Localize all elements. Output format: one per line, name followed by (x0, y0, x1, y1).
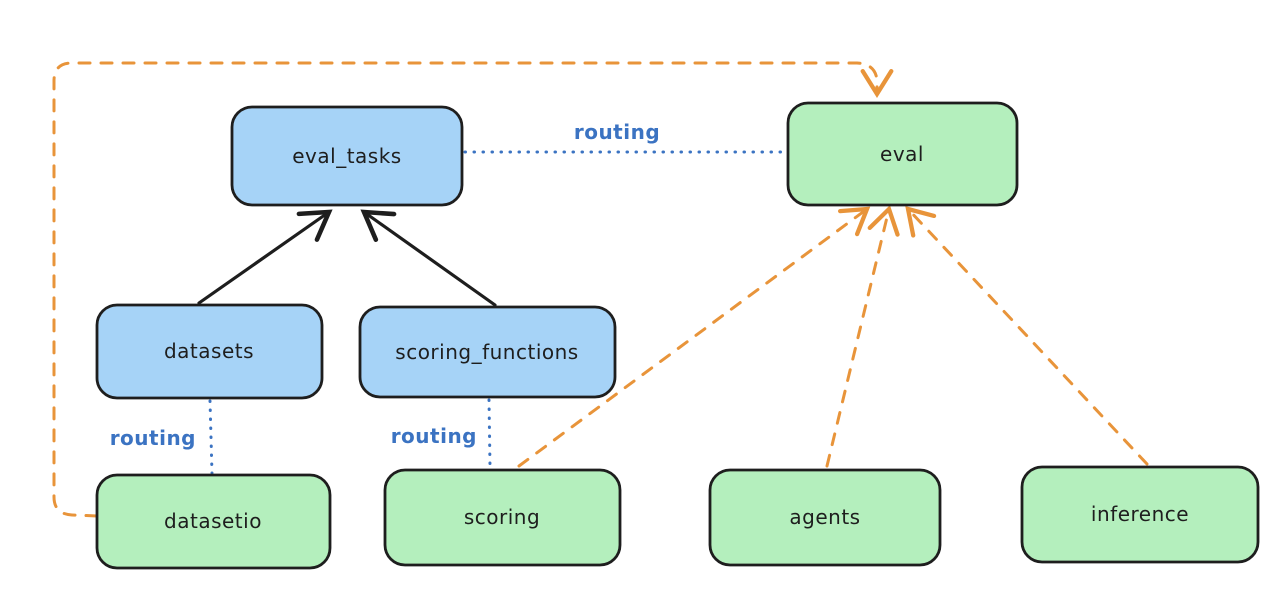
node-eval-tasks: eval_tasks (230, 105, 464, 207)
node-agents: agents (708, 468, 942, 567)
node-datasets-box (95, 303, 324, 400)
routing-label-eval-tasks-eval: routing (574, 120, 660, 144)
node-datasetio-box (95, 473, 332, 570)
nodes-layer: eval_tasks eval datasets scoring_functio… (95, 101, 1260, 570)
node-eval: eval (786, 101, 1019, 207)
node-inference-box (1020, 465, 1260, 564)
node-scoring-functions: scoring_functions (358, 305, 617, 399)
edge-datasets-to-datasetio-routing (208, 399, 214, 475)
node-eval-tasks-box (230, 105, 464, 207)
edge-datasets-to-eval-tasks (197, 209, 333, 305)
node-eval-tasks-label: eval_tasks (292, 144, 401, 168)
node-datasetio: datasetio (95, 473, 332, 570)
node-eval-label: eval (880, 142, 924, 166)
node-scoring-label: scoring (464, 505, 540, 529)
node-scoring-functions-box (358, 305, 617, 399)
edge-datasetio-to-eval (52, 61, 894, 518)
edge-scoring-functions-to-scoring-routing (487, 398, 492, 468)
node-inference: inference (1020, 465, 1260, 564)
node-agents-box (708, 468, 942, 567)
edge-inference-to-eval (905, 206, 1149, 466)
edge-scoring-to-eval (517, 206, 871, 468)
node-datasetio-label: datasetio (164, 509, 262, 533)
node-scoring-box (383, 468, 622, 567)
node-agents-label: agents (789, 505, 860, 529)
node-inference-label: inference (1091, 502, 1189, 526)
node-datasets-label: datasets (164, 339, 254, 363)
edges-layer: routing routing routing (52, 61, 1149, 518)
routing-label-datasets-datasetio: routing (110, 426, 196, 450)
node-eval-box (786, 101, 1019, 207)
node-datasets: datasets (95, 303, 324, 400)
routing-label-scoring-functions-scoring: routing (391, 424, 477, 448)
edge-agents-to-eval (825, 205, 900, 468)
node-scoring: scoring (383, 468, 622, 567)
edge-scoring-functions-to-eval-tasks (360, 209, 497, 307)
node-scoring-functions-label: scoring_functions (395, 340, 578, 364)
